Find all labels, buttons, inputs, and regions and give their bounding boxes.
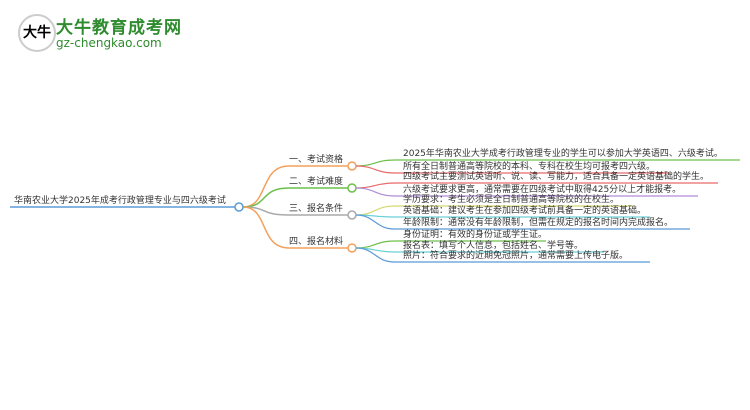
branch-connector: [242, 165, 348, 208]
leaf-connector: [355, 187, 698, 197]
branch-node-circle: [347, 210, 357, 220]
branch-node-circle: [347, 183, 357, 193]
root-node[interactable]: 华南农业大学2025年成考行政管理专业与四六级考试: [14, 196, 226, 206]
leaf-connector: [355, 214, 690, 230]
branch-connector: [242, 187, 348, 208]
leaf-text[interactable]: 报名表：填写个人信息，包括姓名、学号等。: [403, 241, 584, 251]
branch-connector: [242, 206, 348, 249]
logo-title: 大牛教育成考网: [56, 18, 182, 38]
leaf-text[interactable]: 2025年华南农业大学成考行政管理专业的学生可以参加大学英语四、六级考试。: [403, 149, 723, 159]
branch-connector: [242, 206, 348, 216]
logo-url: gz-chengkao.com: [56, 36, 162, 50]
logo-icon: 大牛: [18, 14, 56, 52]
leaf-text[interactable]: 学历要求：考生必须是全日制普通高等院校的在校生。: [403, 195, 620, 205]
branch-label[interactable]: 三、报名条件: [289, 204, 344, 214]
branch-label[interactable]: 四、报名材料: [289, 237, 344, 247]
root-node-circle: [234, 202, 244, 212]
leaf-text[interactable]: 身份证明：有效的身份证或学生证。: [403, 230, 548, 240]
branch-node-circle: [347, 161, 357, 171]
leaf-connector: [355, 247, 650, 263]
leaf-text[interactable]: 年龄限制：通常没有年龄限制，但需在规定的报名时间内完成报名。: [403, 218, 674, 228]
leaf-connector: [355, 165, 670, 174]
leaf-text[interactable]: 英语基础：建议考生在参加四级考试前具备一定的英语基础。: [403, 206, 647, 216]
leaf-text[interactable]: 六级考试要求更高，通常需要在四级考试中取得425分以上才能报考。: [403, 185, 682, 195]
leaf-text[interactable]: 照片：符合要求的近期免冠照片，通常需要上传电子版。: [403, 251, 629, 261]
branch-node-circle: [347, 243, 357, 253]
branch-label[interactable]: 二、考试难度: [289, 177, 344, 187]
branch-label[interactable]: 一、考试资格: [289, 155, 344, 165]
leaf-text[interactable]: 所有全日制普通高等院校的本科、专科在校生均可报考四六级。: [403, 162, 656, 172]
leaf-text[interactable]: 四级考试主要测试英语听、说、读、写能力，适合具备一定英语基础的学生。: [403, 172, 710, 182]
